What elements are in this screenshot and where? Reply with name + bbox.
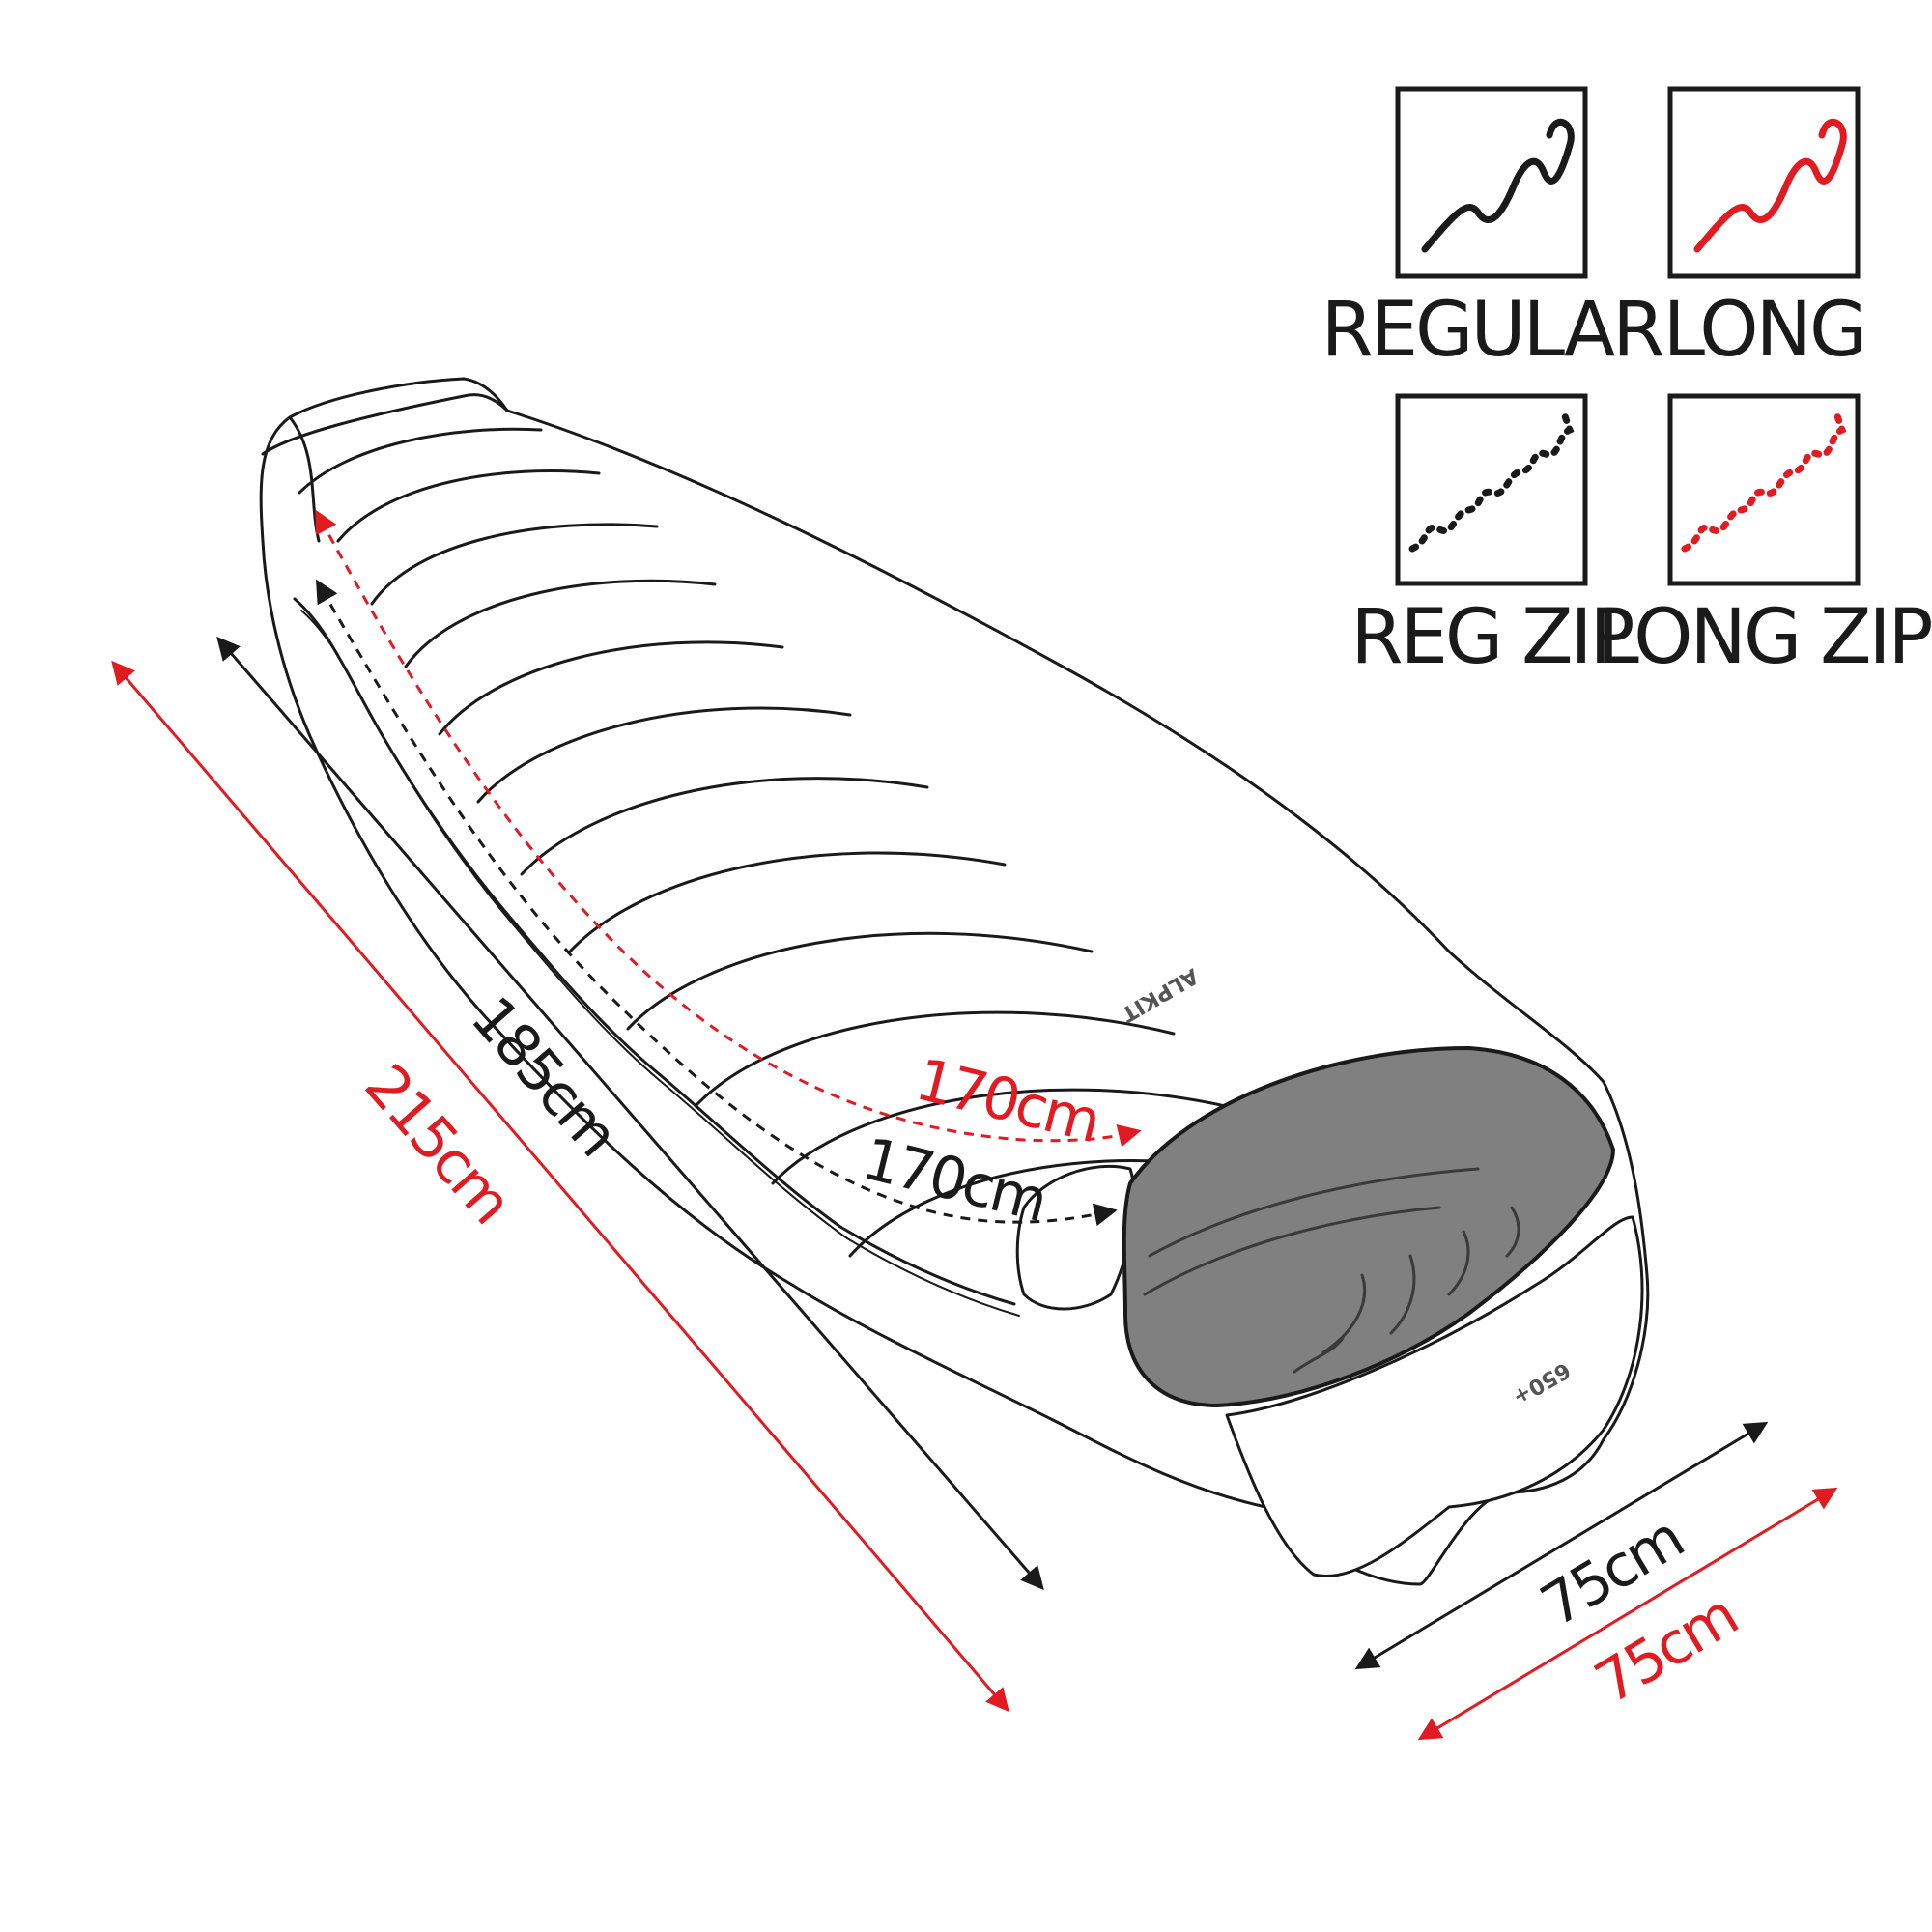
long-squiggle-icon (1693, 119, 1847, 253)
long-zip-dotted-icon (1681, 407, 1847, 553)
hood-lower-panel (1225, 1215, 1644, 1577)
legend-item-reg-zip: REG ZIP (1350, 393, 1636, 681)
length-long-label: 215cm (352, 1052, 524, 1236)
width-long-arrow (1417, 1487, 1838, 1741)
regular-squiggle-icon (1421, 119, 1575, 253)
legend-label-long: LONG (1663, 287, 1865, 374)
legend-item-regular: REGULAR (1321, 86, 1665, 374)
legend-label-reg-zip: REG ZIP (1350, 594, 1633, 681)
reg-zip-dotted-icon (1408, 407, 1575, 553)
length-regular-arrow (216, 636, 1044, 1591)
legend-label-long-zip: LONG ZIP (1597, 594, 1931, 681)
legend-item-long: LONG (1663, 86, 1867, 374)
hood-folds (1143, 1167, 1520, 1374)
legend-item-long-zip: LONG ZIP (1597, 393, 1932, 681)
legend-label-regular: REGULAR (1321, 287, 1663, 374)
legend: REGULAR LONG REG ZIP LONG ZIP (1321, 86, 1932, 681)
hood-interior (1122, 1046, 1615, 1407)
